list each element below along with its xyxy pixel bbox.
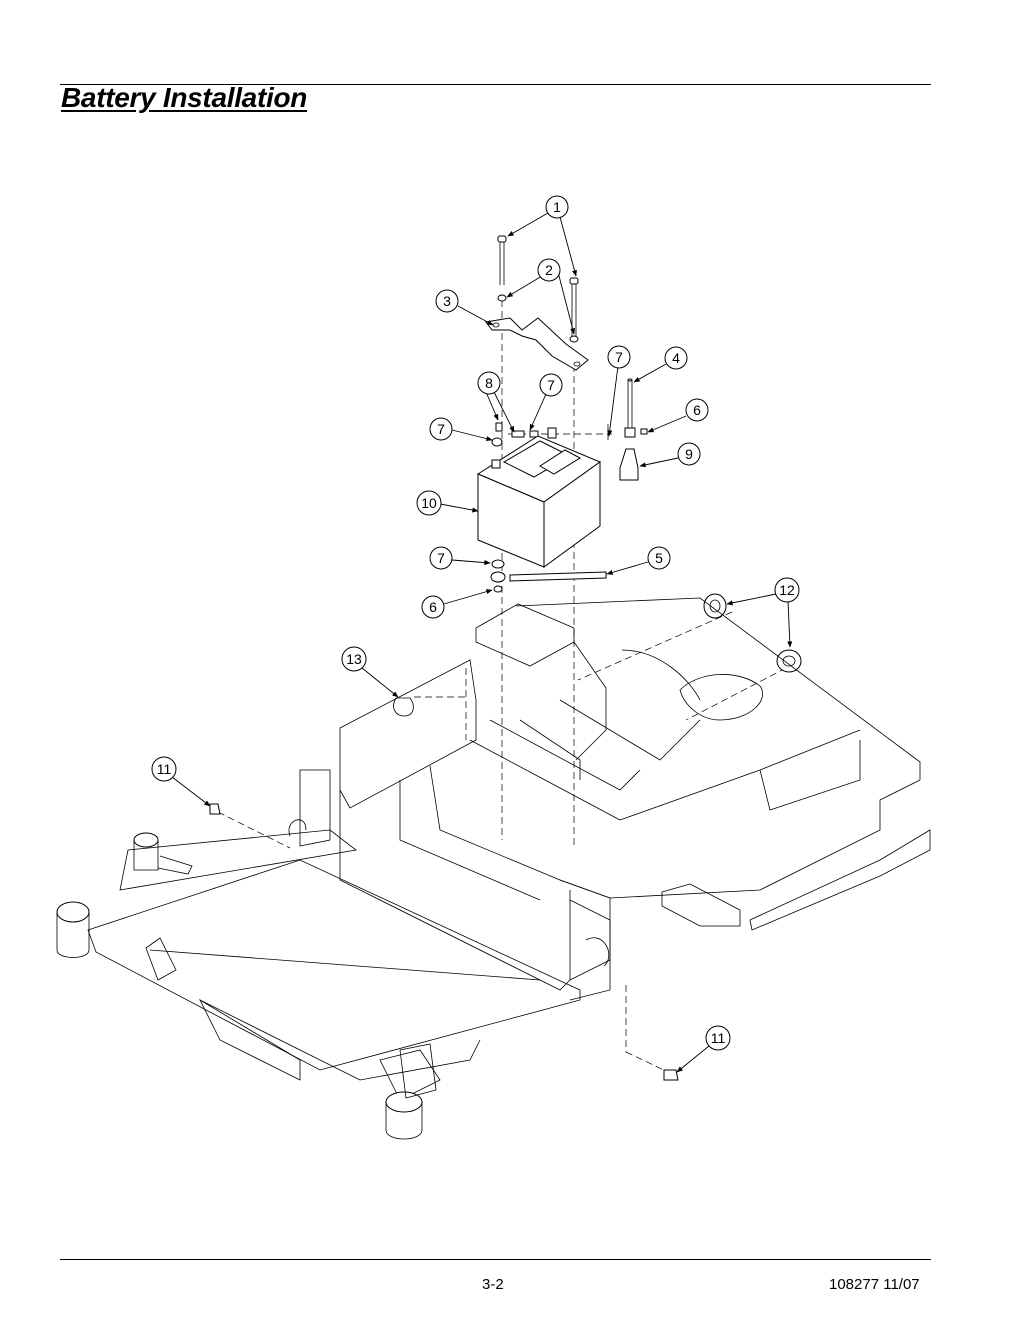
svg-text:5: 5: [655, 550, 663, 566]
callout-6: 6: [685, 398, 709, 422]
callout-2: 2: [537, 258, 561, 282]
footer-rule: [60, 1259, 931, 1260]
svg-text:6: 6: [693, 402, 701, 418]
callout-7: 7: [607, 345, 631, 369]
leader-lines: [171, 212, 793, 1073]
svg-text:13: 13: [346, 651, 362, 667]
positive-cable: [627, 378, 633, 428]
page-number: 3-2: [482, 1276, 504, 1293]
hex-nut: [493, 585, 503, 593]
svg-text:7: 7: [437, 550, 445, 566]
header-rule: [60, 84, 931, 85]
grommets: [703, 593, 802, 673]
hold-down-bracket: [485, 317, 589, 371]
terminal-bolts: [491, 422, 539, 447]
svg-text:3: 3: [443, 293, 451, 309]
page-title: Battery Installation: [61, 82, 308, 113]
svg-text:12: 12: [779, 582, 795, 598]
callout-13: 13: [341, 646, 367, 672]
callout-7: 7: [429, 417, 453, 441]
svg-text:2: 2: [545, 262, 553, 278]
callout-6: 6: [421, 595, 445, 619]
negative-cable: [490, 571, 607, 583]
svg-text:6: 6: [429, 599, 437, 615]
nut: [640, 428, 648, 435]
svg-text:7: 7: [547, 377, 555, 393]
cable-tie: [393, 697, 414, 717]
callout-12: 12: [774, 577, 800, 603]
battery-washer: [491, 559, 505, 569]
speed-nut: [209, 803, 221, 815]
callout-1: 1: [545, 195, 569, 219]
callout-7: 7: [539, 373, 563, 397]
speed-nut: [663, 1069, 679, 1081]
svg-text:4: 4: [672, 350, 680, 366]
callout-7: 7: [429, 546, 453, 570]
callout-11: 11: [705, 1025, 731, 1051]
callout-5: 5: [647, 546, 671, 570]
svg-text:7: 7: [437, 421, 445, 437]
svg-text:10: 10: [421, 495, 437, 511]
svg-text:11: 11: [711, 1030, 726, 1046]
document-reference: 108277 11/07: [829, 1276, 920, 1293]
callout-4: 4: [664, 346, 688, 370]
callout-3: 3: [435, 289, 459, 313]
washer: [497, 294, 507, 302]
svg-text:8: 8: [485, 375, 493, 391]
svg-text:7: 7: [615, 349, 623, 365]
callout-8: 8: [477, 371, 501, 395]
cable-terminal: [624, 427, 636, 438]
callout-11: 11: [151, 756, 177, 782]
svg-text:11: 11: [157, 761, 172, 777]
terminal-boot: [619, 448, 639, 481]
callout-9: 9: [677, 442, 701, 466]
mower-frame: [56, 597, 931, 1140]
battery: [476, 427, 602, 568]
callout-10: 10: [416, 490, 442, 516]
hold-down-bolts: [497, 235, 579, 343]
svg-text:9: 9: [685, 446, 693, 462]
svg-text:1: 1: [553, 199, 561, 215]
